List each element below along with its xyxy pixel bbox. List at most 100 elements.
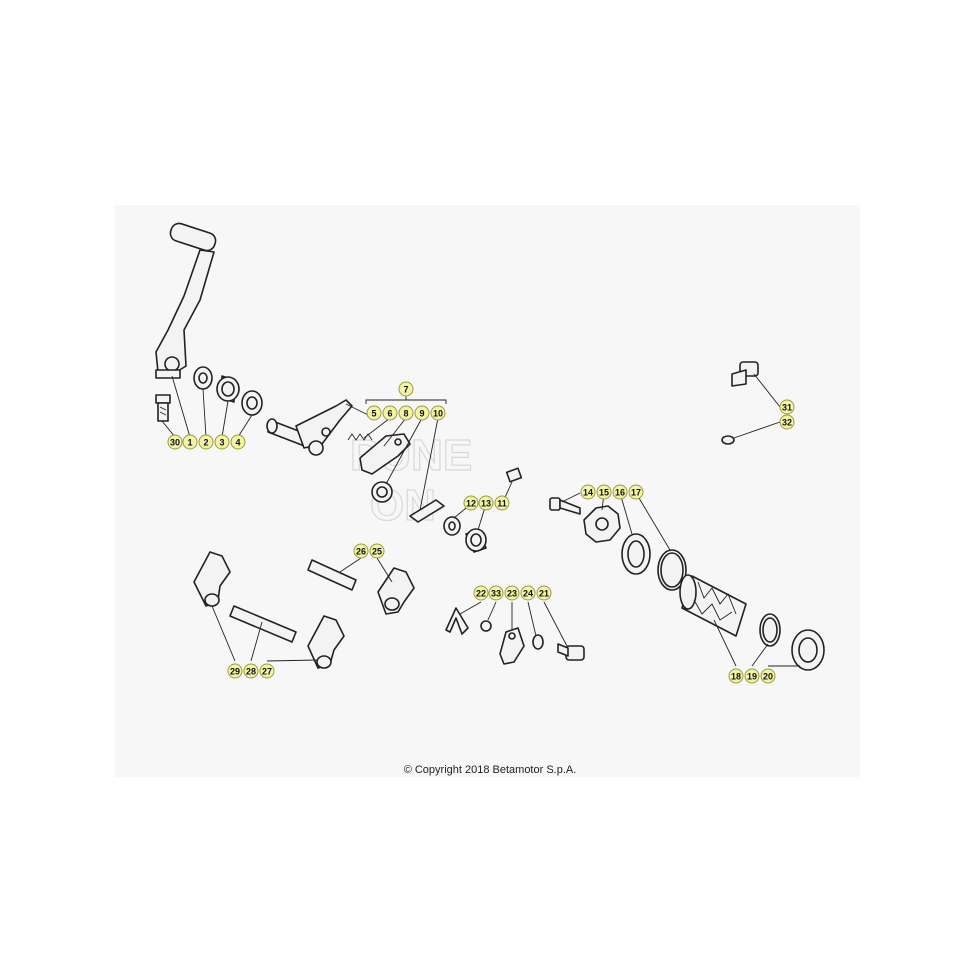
callout-15: 15 bbox=[596, 484, 612, 500]
callout-1: 1 bbox=[182, 434, 198, 450]
diagram-panel bbox=[115, 205, 860, 777]
roller-9 bbox=[371, 481, 393, 503]
shift-rod-26 bbox=[307, 559, 357, 591]
shift-drum-18 bbox=[679, 574, 747, 637]
callout-label: 3 bbox=[219, 438, 224, 448]
callout-label: 14 bbox=[583, 488, 593, 498]
callout-22: 22 bbox=[473, 585, 489, 601]
copyright-notice: © Copyright 2018 Betamotor S.p.A. bbox=[403, 764, 577, 776]
callout-label: 21 bbox=[539, 589, 549, 599]
washer-12 bbox=[443, 516, 461, 536]
nut-33 bbox=[480, 620, 492, 632]
bolt-14 bbox=[549, 497, 581, 515]
callout-31: 31 bbox=[779, 399, 795, 415]
callout-label: 1 bbox=[187, 438, 192, 448]
callout-label: 32 bbox=[782, 418, 792, 428]
bushing-3 bbox=[216, 375, 240, 403]
callout-5: 5 bbox=[366, 405, 382, 421]
callout-label: 8 bbox=[403, 409, 408, 419]
needle-bearing-20 bbox=[791, 629, 825, 671]
callout-label: 28 bbox=[246, 667, 256, 677]
callout-23: 23 bbox=[504, 585, 520, 601]
callout-13: 13 bbox=[478, 495, 494, 511]
leader-lines bbox=[161, 373, 800, 667]
spring-6 bbox=[347, 433, 373, 441]
callout-label: 4 bbox=[235, 438, 240, 448]
callout-18: 18 bbox=[728, 668, 744, 684]
callout-28: 28 bbox=[243, 663, 259, 679]
callout-7: 7 bbox=[398, 381, 414, 397]
callout-label: 29 bbox=[230, 667, 240, 677]
washer-4 bbox=[241, 390, 263, 416]
callout-label: 22 bbox=[476, 589, 486, 599]
callout-26: 26 bbox=[353, 543, 369, 559]
callout-21: 21 bbox=[536, 585, 552, 601]
callout-label: 15 bbox=[599, 488, 609, 498]
callout-label: 10 bbox=[433, 409, 443, 419]
ratchet-plate-8 bbox=[359, 433, 411, 475]
callout-label: 12 bbox=[466, 499, 476, 509]
bushing-13 bbox=[465, 528, 487, 553]
callout-4: 4 bbox=[230, 434, 246, 450]
bolt-31 bbox=[731, 361, 759, 387]
callout-label: 5 bbox=[371, 409, 376, 419]
callout-8: 8 bbox=[398, 405, 414, 421]
callout-33: 33 bbox=[488, 585, 504, 601]
callout-label: 9 bbox=[419, 409, 424, 419]
callout-12: 12 bbox=[463, 495, 479, 511]
shift-rod-28 bbox=[229, 605, 297, 643]
callout-label: 20 bbox=[763, 672, 773, 682]
bolt-30 bbox=[155, 394, 171, 422]
callout-10: 10 bbox=[430, 405, 446, 421]
spring-10 bbox=[409, 499, 445, 523]
callout-label: 13 bbox=[481, 499, 491, 509]
callout-11: 11 bbox=[494, 495, 510, 511]
callout-label: 33 bbox=[491, 589, 501, 599]
callout-9: 9 bbox=[414, 405, 430, 421]
callout-6: 6 bbox=[382, 405, 398, 421]
callout-19: 19 bbox=[744, 668, 760, 684]
bearing-16 bbox=[621, 533, 651, 575]
washer-24 bbox=[532, 634, 544, 650]
washer-2 bbox=[193, 366, 213, 390]
callout-27: 27 bbox=[259, 663, 275, 679]
callout-25: 25 bbox=[369, 543, 385, 559]
callout-label: 26 bbox=[356, 547, 366, 557]
callout-label: 23 bbox=[507, 589, 517, 599]
bolt-21 bbox=[557, 643, 585, 661]
ring-19 bbox=[759, 613, 781, 647]
callout-label: 25 bbox=[372, 547, 382, 557]
callout-label: 19 bbox=[747, 672, 757, 682]
callout-label: 11 bbox=[497, 499, 507, 509]
callout-label: 31 bbox=[782, 403, 792, 413]
callout-30: 30 bbox=[167, 434, 183, 450]
callout-2: 2 bbox=[198, 434, 214, 450]
callout-14: 14 bbox=[580, 484, 596, 500]
callout-label: 7 bbox=[403, 385, 408, 395]
callout-label: 30 bbox=[170, 438, 180, 448]
spring-22 bbox=[445, 607, 469, 635]
callout-29: 29 bbox=[227, 663, 243, 679]
detent-lever-23 bbox=[499, 627, 525, 665]
shift-pedal bbox=[155, 222, 217, 379]
callout-16: 16 bbox=[612, 484, 628, 500]
shift-fork-25 bbox=[377, 567, 415, 615]
callout-17: 17 bbox=[628, 484, 644, 500]
callout-24: 24 bbox=[520, 585, 536, 601]
shift-fork-29 bbox=[193, 551, 231, 607]
washer-32 bbox=[721, 435, 735, 445]
callout-label: 6 bbox=[387, 409, 392, 419]
index-star-15 bbox=[583, 505, 621, 543]
ring-17 bbox=[657, 549, 687, 591]
stud-11 bbox=[505, 467, 523, 483]
callout-label: 24 bbox=[523, 589, 533, 599]
callout-label: 16 bbox=[615, 488, 625, 498]
shift-fork-27 bbox=[307, 615, 345, 669]
callout-32: 32 bbox=[779, 414, 795, 430]
callout-label: 17 bbox=[631, 488, 641, 498]
shift-shaft bbox=[266, 399, 353, 456]
callout-label: 18 bbox=[731, 672, 741, 682]
callout-20: 20 bbox=[760, 668, 776, 684]
